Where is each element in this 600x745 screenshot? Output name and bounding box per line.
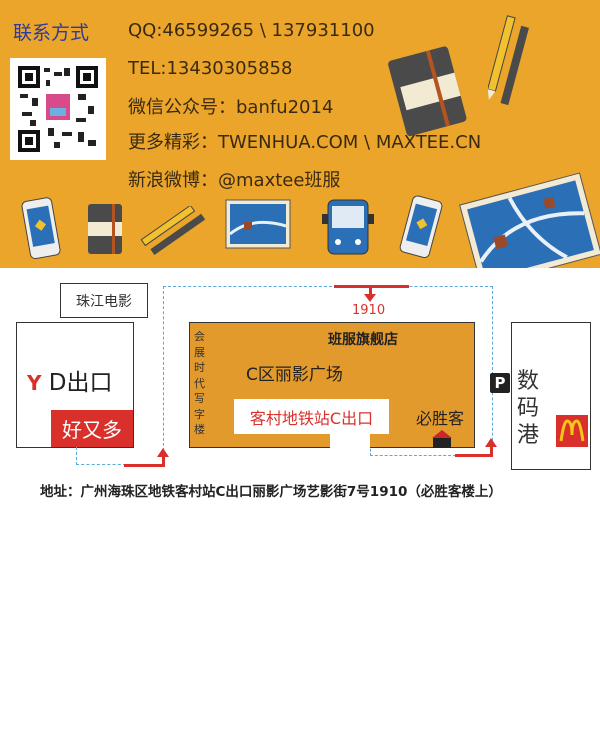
- qq-line: QQ:46599265 \ 137931100: [128, 20, 375, 41]
- digital-plaza-block: 数码港: [511, 322, 591, 470]
- walking-route: [163, 286, 493, 456]
- weibo-line: 新浪微博：@maxtee班服: [128, 170, 341, 191]
- qr-code: [10, 58, 106, 160]
- c-exit-label: 客村地铁站C出口: [234, 399, 389, 434]
- tel-line: TEL:13430305858: [128, 58, 293, 79]
- arrow-left: [124, 464, 165, 467]
- pencil-pen-icon: [488, 15, 529, 106]
- walking-route-bottom: [370, 440, 456, 456]
- notebook-icon: [388, 46, 467, 136]
- parking-icon: P: [490, 373, 510, 393]
- metro-icon: Y: [27, 371, 42, 395]
- mcdonalds-logo-icon: [556, 415, 588, 447]
- arrow-up-icon: [157, 448, 169, 457]
- notebook-small-icon: [88, 204, 122, 254]
- wechat-line: 微信公众号：banfu2014: [128, 97, 334, 118]
- address-text: 地址：广州海珠区地铁客村站C出口丽影广场艺影街7号1910（必胜客楼上）: [40, 484, 502, 500]
- office-label: 会展时代写字楼: [194, 330, 205, 436]
- d-exit-label: D出口: [48, 370, 113, 396]
- digital-label: 数码港: [517, 369, 540, 448]
- unit-number: 1910: [352, 303, 386, 318]
- pencil-pen-small-icon: [140, 206, 206, 256]
- haoyouduo-label: 好又多: [51, 410, 133, 447]
- large-map-icon: [459, 172, 600, 268]
- contact-title: 联系方式: [13, 22, 90, 44]
- phone-icon: [21, 197, 61, 260]
- pizza-label: 必胜客: [416, 409, 465, 428]
- walking-route-left: [76, 447, 126, 465]
- cinema-label: 珠江电影: [60, 283, 148, 318]
- store-label: 班服旗舰店: [328, 332, 398, 348]
- plaza-label: C区丽影广场: [246, 365, 343, 385]
- arrow-up-2-icon: [485, 438, 497, 447]
- plaza-block: 班服旗舰店 会展时代写字楼 C区丽影广场 客村地铁站C出口 必胜客: [189, 322, 475, 448]
- d-exit-block: Y D出口 好又多: [16, 322, 134, 448]
- phone-2-icon: [399, 195, 443, 259]
- website-line: 更多精彩：TWENHUA.COM \ MAXTEE.CN: [128, 132, 482, 153]
- pizza-hut-logo-icon: [432, 430, 452, 448]
- arrow-right: [455, 454, 493, 457]
- contact-banner: 联系方式 QQ:46599265 \ 137931100 TEL:1343030…: [0, 0, 600, 268]
- bus-icon: [322, 199, 374, 255]
- arrow-down-icon: [364, 294, 376, 302]
- map-icon: [225, 199, 291, 249]
